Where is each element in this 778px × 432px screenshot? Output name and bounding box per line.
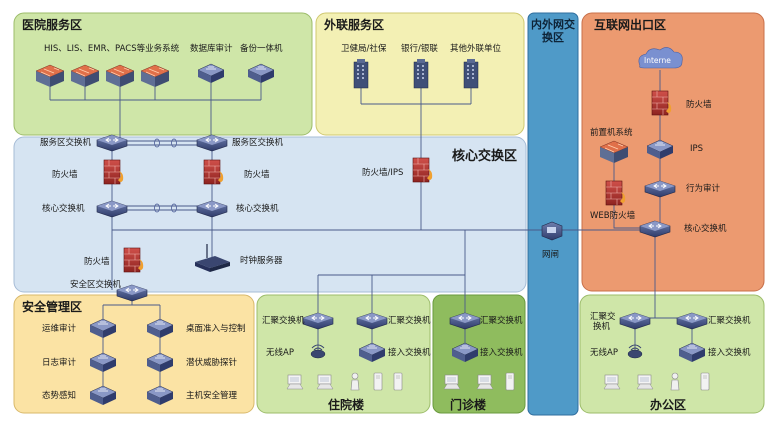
office-pc-2 (636, 374, 654, 390)
label-ips: IPS (690, 144, 704, 154)
firewall-right[interactable] (203, 159, 224, 185)
label-inpatient-ap: 无线AP (266, 348, 294, 358)
label-core-switch-right: 核心交换机 (236, 204, 279, 214)
label-log-audit: 日志审计 (42, 358, 77, 368)
outpatient-pc-2 (476, 374, 494, 390)
label-backup: 备份一体机 (240, 44, 283, 54)
label-office-ap: 无线AP (590, 348, 618, 358)
label-inpatient-access: 接入交换机 (388, 348, 431, 358)
zone-title-internet-exit: 互联网出口区 (594, 18, 667, 32)
office-pc-1 (603, 374, 621, 390)
label-outpatient-access: 接入交换机 (480, 348, 523, 358)
health-bureau-building-icon (353, 58, 369, 89)
security-firewall[interactable] (123, 247, 144, 273)
inpatient-pc-1 (286, 374, 304, 390)
other-ext-building-icon (463, 58, 479, 89)
office-tower (700, 372, 710, 391)
core-zone-bg (13, 136, 527, 293)
inpatient-pc-2 (316, 374, 334, 390)
zone-title-office: 办公区 (650, 398, 687, 412)
label-threat-probe: 潜伏威胁探针 (186, 358, 238, 368)
label-gateway: 网闸 (542, 250, 560, 260)
label-bank: 银行/银联 (401, 44, 438, 54)
zone-title-security: 安全管理区 (22, 300, 83, 314)
firewall-ips[interactable] (412, 157, 433, 183)
label-situation-awareness: 态势感知 (42, 391, 77, 401)
label-host-security: 主机安全管理 (186, 391, 238, 401)
bank-building-icon (413, 58, 429, 89)
link-markers (154, 138, 177, 213)
zone-title-external: 外联服务区 (324, 18, 385, 32)
label-ops-audit: 运维审计 (42, 324, 77, 334)
label-security-switch: 安全区交换机 (70, 280, 122, 290)
label-office-agg-right: 汇聚交换机 (708, 316, 751, 326)
label-internet-firewall: 防火墙 (686, 100, 712, 110)
label-firewall-right: 防火墙 (244, 170, 270, 180)
firewall-left[interactable] (103, 159, 124, 185)
label-web-firewall: WEB防火墙 (590, 211, 636, 221)
inner-outer-zone-bg (527, 12, 579, 416)
label-firewall-left: 防火墙 (52, 170, 78, 180)
label-outpatient-agg: 汇聚交换机 (480, 316, 523, 326)
web-firewall[interactable] (605, 180, 626, 206)
label-other-ext: 其他外联单位 (450, 44, 502, 54)
label-frontend: 前置机系统 (590, 128, 633, 138)
inpatient-user-icon (350, 372, 360, 391)
label-office-agg-left-2: 换机 (593, 322, 611, 332)
label-health-bureau: 卫健局/社保 (341, 44, 387, 54)
outpatient-tower (505, 372, 515, 391)
inpatient-tower-1 (373, 372, 383, 391)
label-inpatient-agg-right: 汇聚交换机 (388, 316, 431, 326)
zone-title-inner-outer: 内外网交换区 (531, 18, 575, 44)
zone-title-inpatient: 住院楼 (328, 398, 365, 412)
time-server-icon[interactable] (195, 244, 230, 272)
gateway-icon[interactable] (541, 221, 563, 241)
zone-title-outpatient: 门诊楼 (450, 398, 487, 412)
internet-firewall[interactable] (651, 90, 672, 116)
zone-title-core: 核心交换区 (452, 149, 518, 164)
label-service-switch-left: 服务区交换机 (40, 138, 92, 148)
label-security-firewall: 防火墙 (84, 257, 110, 267)
label-firewall-ips: 防火墙/IPS (362, 168, 404, 178)
label-behavior-audit: 行为审计 (686, 184, 721, 194)
inpatient-tower-2 (393, 372, 403, 391)
outpatient-pc-1 (443, 374, 461, 390)
label-his-systems: HIS、LIS、EMR、PACS等业务系统 (44, 44, 180, 54)
internet-cloud-icon (638, 47, 683, 69)
label-internet: Interne (644, 56, 671, 65)
label-office-agg-left: 汇聚交 (590, 312, 616, 322)
label-db-audit: 数据库审计 (190, 44, 233, 54)
label-core-switch-left: 核心交换机 (42, 204, 85, 214)
office-user-icon (670, 372, 680, 391)
label-desktop-control: 桌面准入与控制 (186, 324, 246, 334)
zone-title-hospital: 医院服务区 (22, 18, 83, 32)
label-service-switch-right: 服务区交换机 (232, 138, 284, 148)
label-inpatient-agg-left: 汇聚交换机 (262, 316, 305, 326)
label-time-server: 时钟服务器 (240, 256, 283, 266)
label-internet-core-switch: 核心交换机 (684, 224, 727, 234)
label-office-access: 接入交换机 (708, 348, 751, 358)
